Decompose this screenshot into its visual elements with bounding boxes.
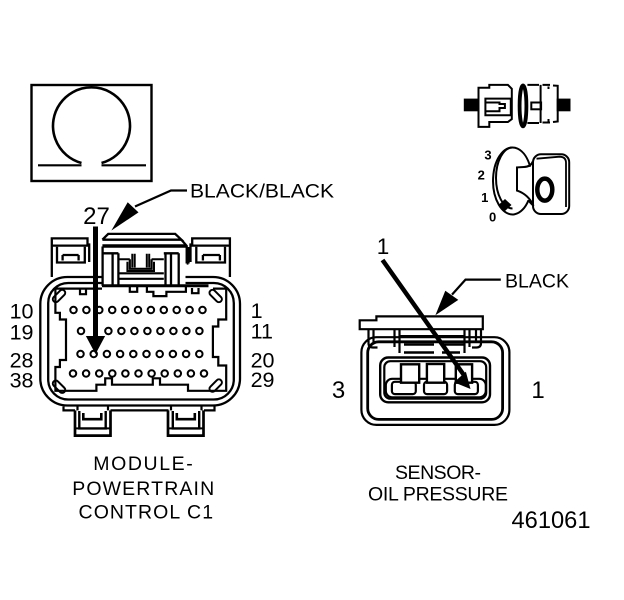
svg-text:MODULE-: MODULE- — [93, 453, 193, 475]
svg-text:OIL PRESSURE: OIL PRESSURE — [368, 484, 508, 506]
svg-text:3: 3 — [332, 377, 345, 404]
svg-text:1: 1 — [531, 377, 544, 404]
svg-text:28: 28 — [10, 349, 34, 373]
svg-text:1: 1 — [377, 234, 390, 259]
svg-text:CONTROL C1: CONTROL C1 — [79, 502, 213, 524]
svg-text:0: 0 — [489, 210, 496, 225]
svg-text:SENSOR-: SENSOR- — [395, 462, 481, 484]
svg-text:38: 38 — [10, 369, 34, 393]
svg-text:27: 27 — [83, 203, 110, 230]
svg-text:461061: 461061 — [512, 507, 591, 534]
svg-text:POWERTRAIN: POWERTRAIN — [72, 478, 214, 500]
svg-text:2: 2 — [478, 168, 485, 183]
svg-text:BLACK/BLACK: BLACK/BLACK — [190, 181, 334, 203]
svg-text:19: 19 — [10, 321, 34, 345]
svg-text:BLACK: BLACK — [505, 271, 569, 293]
svg-text:10: 10 — [10, 300, 34, 324]
svg-text:1: 1 — [481, 190, 488, 205]
svg-text:3: 3 — [484, 147, 491, 162]
svg-text:1: 1 — [251, 299, 263, 323]
svg-text:29: 29 — [251, 368, 275, 392]
svg-text:20: 20 — [251, 349, 275, 373]
svg-text:11: 11 — [251, 320, 273, 344]
